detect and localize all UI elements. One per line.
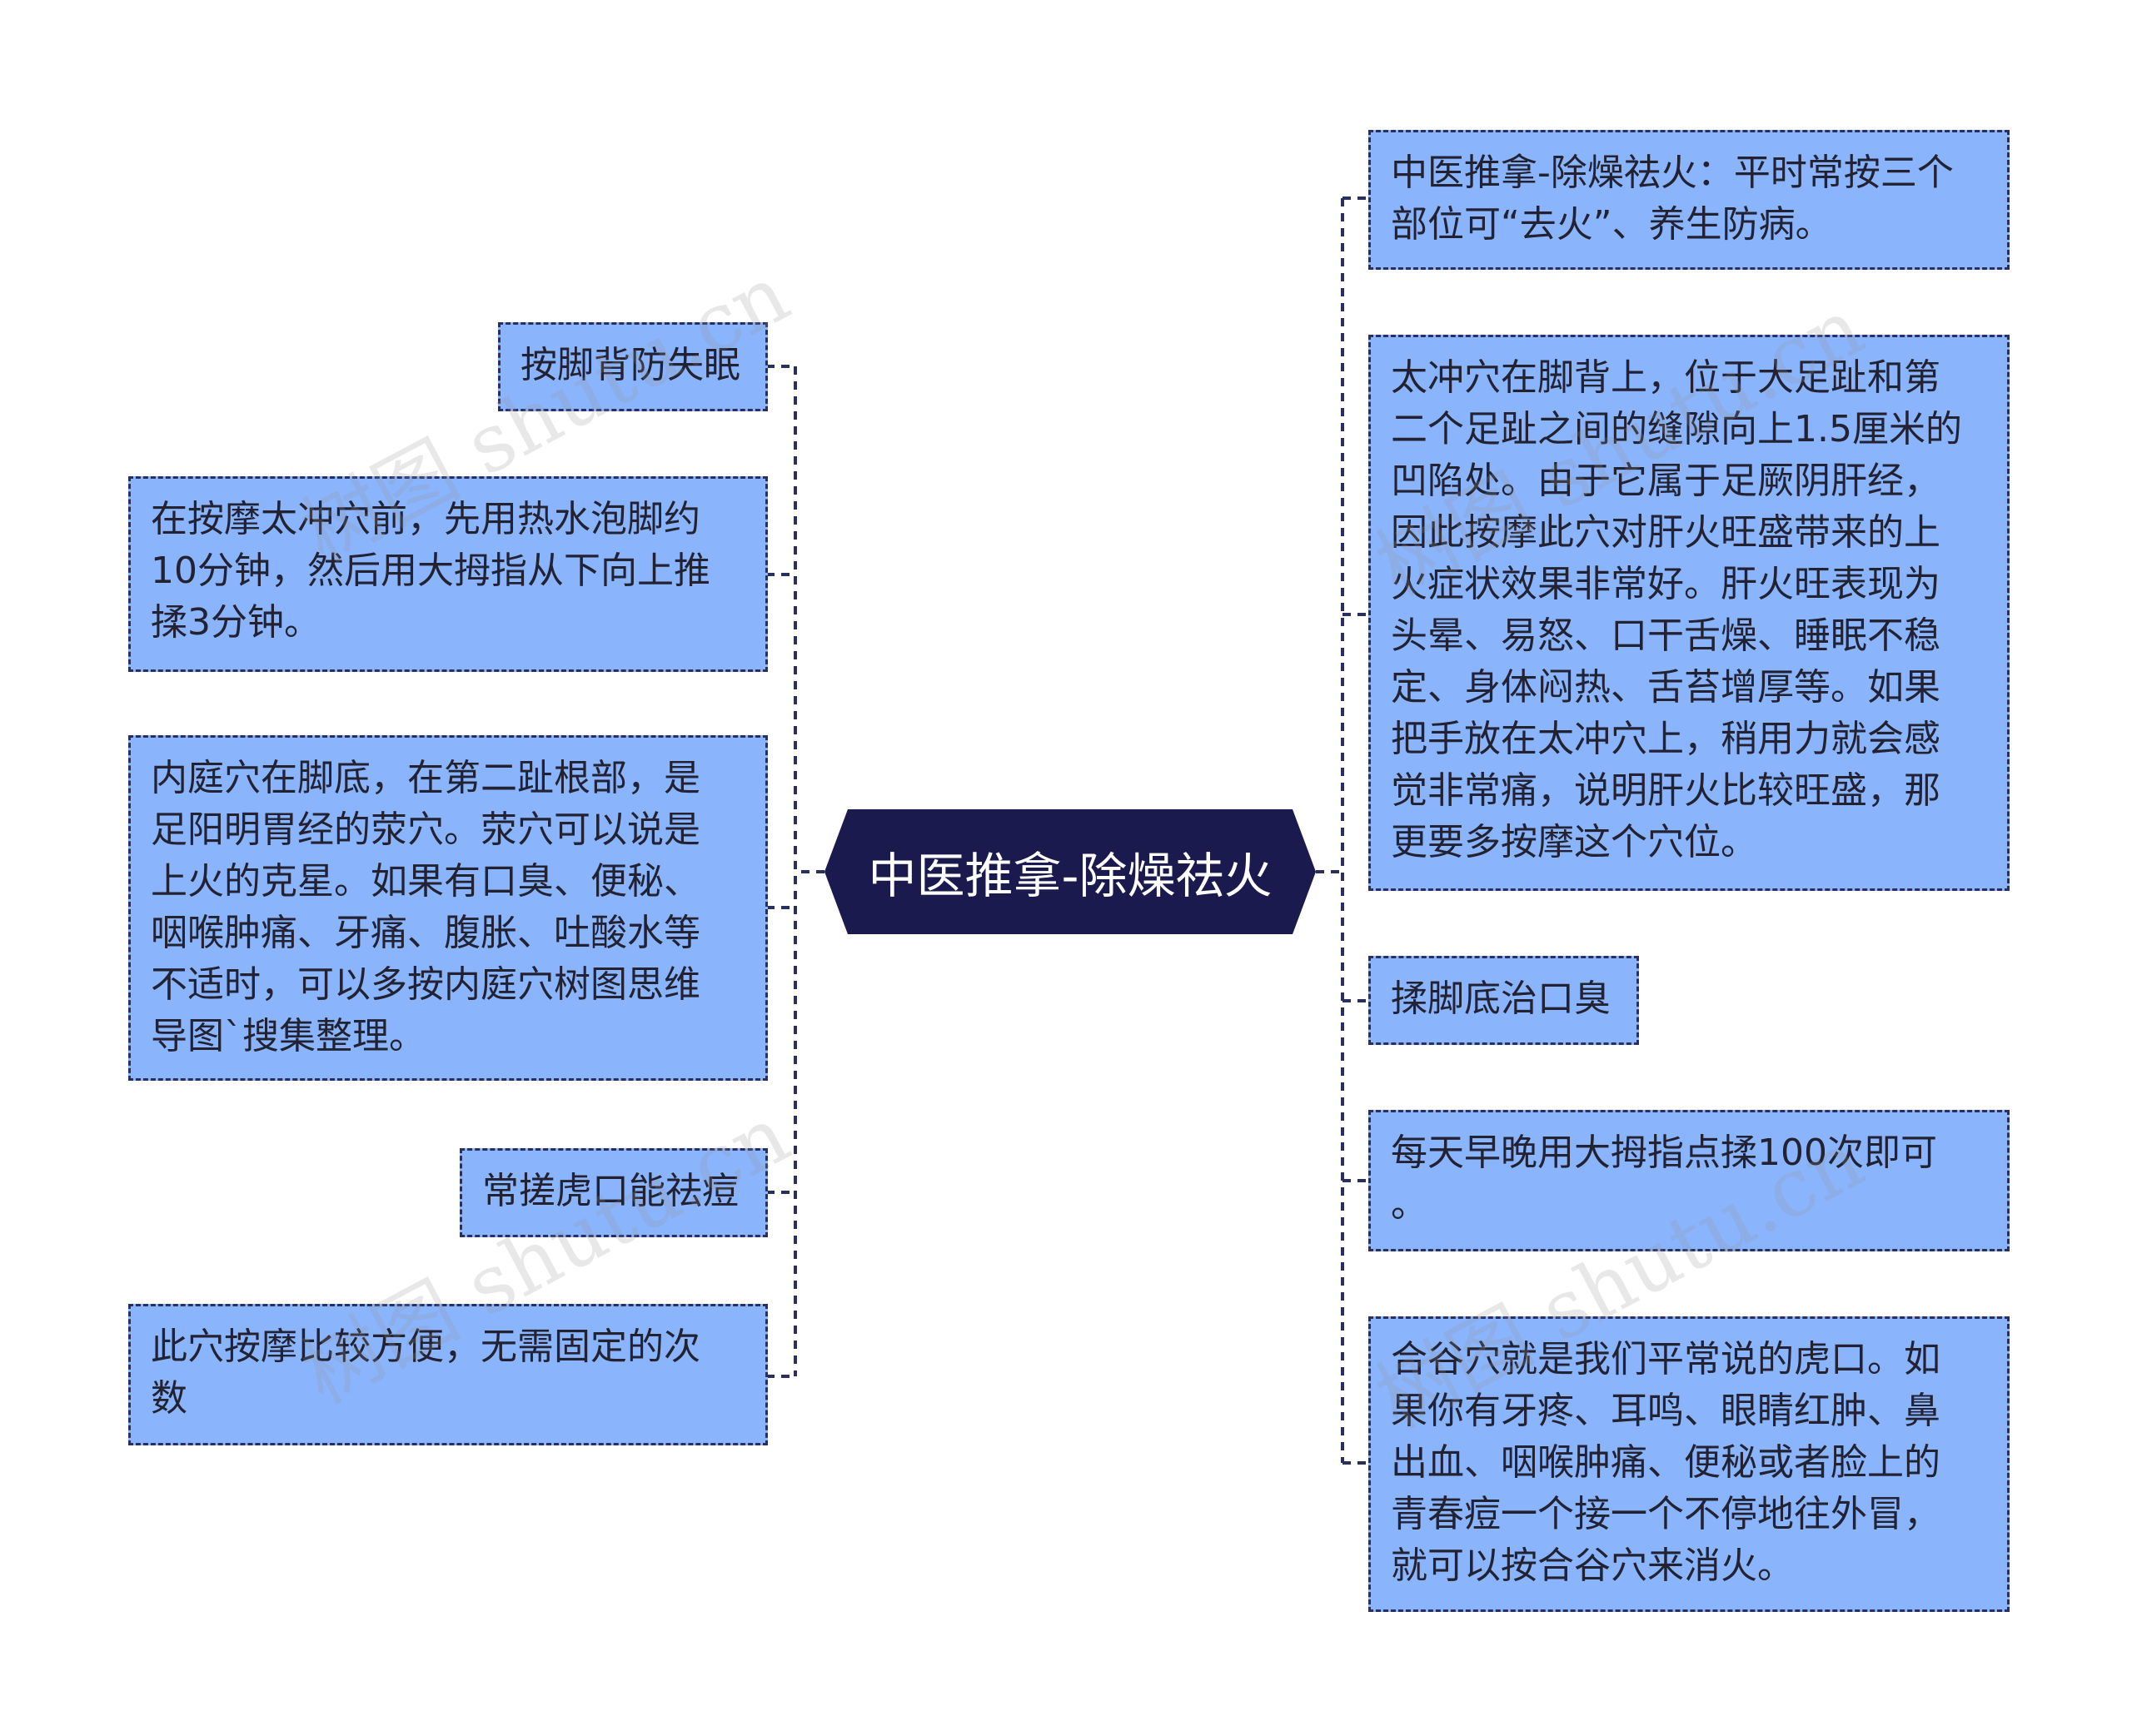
right-node-foot-sole-breath[interactable]: 揉脚底治口臭 bbox=[1368, 956, 1639, 1045]
right-node-taichong[interactable]: 太冲穴在脚背上，位于大足趾和第 二个足趾之间的缝隙向上1.5厘米的 凹陷处。由于… bbox=[1368, 335, 2010, 891]
right-node-hegu[interactable]: 合谷穴就是我们平常说的虎口。如 果你有牙疼、耳鸣、眼睛红肿、鼻 出血、咽喉肿痛、… bbox=[1368, 1316, 2010, 1612]
right-node-intro[interactable]: 中医推拿-除燥祛火：平时常按三个 部位可“去火”、养生防病。 bbox=[1368, 130, 2010, 270]
left-node-neiting[interactable]: 内庭穴在脚底，在第二趾根部，是 足阳明胃经的荥穴。荥穴可以说是 上火的克星。如果… bbox=[128, 735, 768, 1081]
root-topic-label: 中医推拿-除燥祛火 bbox=[868, 848, 1273, 904]
left-node-hukou-acne[interactable]: 常搓虎口能祛痘 bbox=[460, 1148, 768, 1237]
root-topic[interactable]: 中医推拿-除燥祛火 bbox=[824, 809, 1316, 934]
left-node-taichong-soak[interactable]: 在按摩太冲穴前，先用热水泡脚约 10分钟，然后用大拇指从下向上推 揉3分钟。 bbox=[128, 476, 768, 672]
left-node-foot-back-insomnia[interactable]: 按脚背防失眠 bbox=[498, 322, 768, 411]
right-node-daily-press[interactable]: 每天早晚用大拇指点揉100次即可 。 bbox=[1368, 1110, 2010, 1251]
left-node-convenient[interactable]: 此穴按摩比较方便，无需固定的次 数 bbox=[128, 1304, 768, 1445]
